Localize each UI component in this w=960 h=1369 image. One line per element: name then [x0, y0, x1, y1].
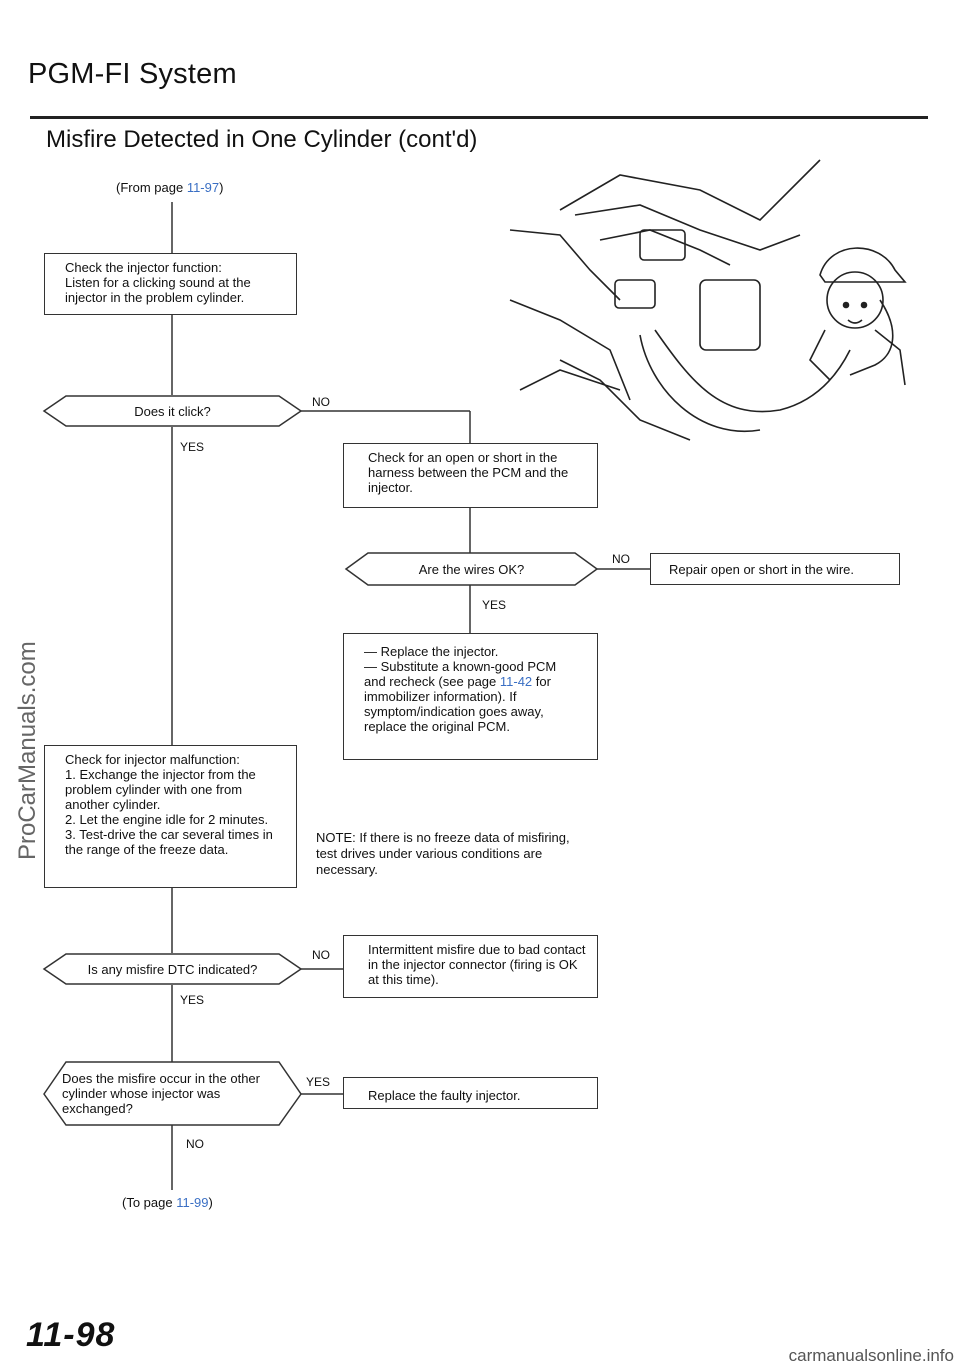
section-subtitle: Misfire Detected in One Cylinder (cont'd… — [46, 126, 478, 153]
replace-injector-box: — Replace the injector. — Substitute a k… — [343, 633, 598, 760]
replace-line-2-post: for immobilizer information). If symptom… — [364, 674, 551, 734]
from-page-link[interactable]: 11-97 — [186, 180, 220, 195]
replace-line-2-pre: — Substitute a known-good PCM and rechec… — [364, 659, 557, 689]
misfire-dtc-label: Is any misfire DTC indicated? — [87, 962, 258, 977]
intermittent-misfire-box: Intermittent misfire due to bad contact … — [343, 935, 598, 998]
replace-page-link[interactable]: 11-42 — [499, 674, 533, 689]
injector-malfunction-box: Check for injector malfunction: 1. Excha… — [44, 745, 297, 888]
label-yes-wires: YES — [482, 598, 507, 612]
label-yes-click: YES — [180, 440, 205, 454]
from-suffix: ) — [219, 180, 224, 195]
replace-line-2: — Substitute a known-good PCM and rechec… — [364, 659, 577, 734]
label-yes-dtc: YES — [180, 993, 205, 1007]
freeze-data-note: NOTE: If there is no freeze data of misf… — [316, 830, 570, 877]
wires-ok-label: Are the wires OK? — [418, 562, 525, 577]
from-page-reference: (From page 11-97) — [116, 180, 223, 195]
occur-other-label: Does the misfire occur in the other cyli… — [62, 1071, 260, 1116]
label-no-other: NO — [186, 1137, 204, 1151]
title-rule — [30, 116, 928, 119]
page-number: 11-98 — [26, 1316, 116, 1354]
decision-occur-other — [43, 1061, 302, 1126]
decision-misfire-dtc — [42, 953, 303, 985]
watermark: ProCarManuals.com — [14, 641, 41, 860]
check-harness-box: Check for an open or short in the harnes… — [343, 443, 598, 508]
decision-does-click — [42, 395, 303, 427]
check-injector-function-box: Check the injector function: Listen for … — [44, 253, 297, 315]
to-page-reference: (To page 11-99) — [122, 1195, 213, 1210]
label-yes-other: YES — [306, 1075, 331, 1089]
footer-site: carmanualsonline.info — [788, 1346, 954, 1365]
to-suffix: ) — [208, 1195, 213, 1210]
page-title: PGM-FI System — [28, 58, 237, 90]
label-no-dtc: NO — [312, 948, 330, 962]
decision-wires-ok — [344, 552, 599, 586]
from-prefix: (From page — [116, 180, 187, 195]
replace-line-1: — Replace the injector. — [364, 644, 499, 659]
label-no-wires: NO — [612, 552, 630, 566]
replace-faulty-injector-box: Replace the faulty injector. — [343, 1077, 598, 1109]
to-page-link[interactable]: 11-99 — [176, 1195, 209, 1210]
repair-wire-box: Repair open or short in the wire. — [650, 553, 900, 585]
does-click-label: Does it click? — [134, 404, 211, 419]
stethoscope-illustration — [509, 159, 907, 441]
to-prefix: (To page — [122, 1195, 177, 1210]
label-no-click: NO — [312, 395, 330, 409]
